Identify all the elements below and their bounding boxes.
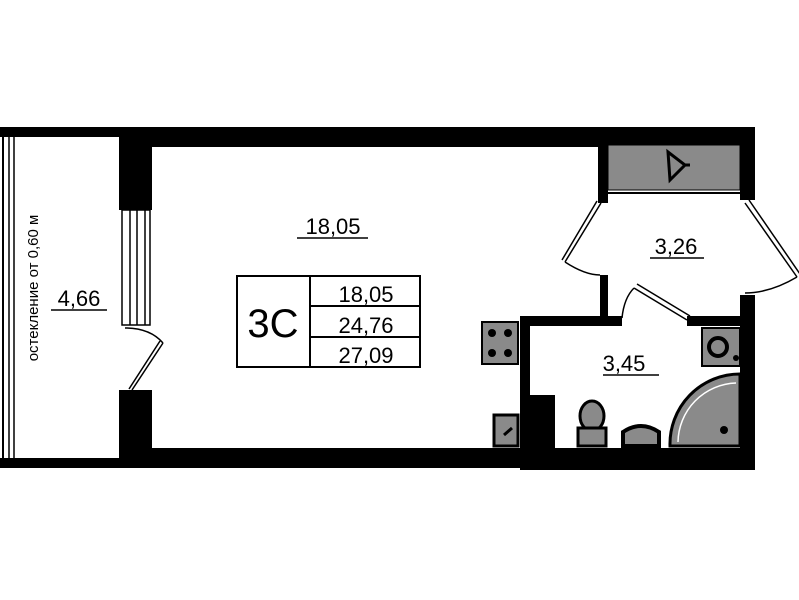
apartment-type: 3С — [247, 302, 298, 346]
bathroom-door[interactable] — [621, 283, 691, 321]
shower — [668, 372, 742, 448]
wardrobe — [605, 144, 742, 194]
bathroom-area: 3,45 — [603, 351, 646, 376]
main-room-area: 18,05 — [305, 214, 360, 239]
loggia-area: 4,66 — [58, 286, 101, 311]
washing-machine — [701, 327, 741, 367]
hall-area: 3,26 — [655, 234, 698, 259]
total-area-with-loggia: 27,09 — [338, 343, 393, 368]
hanger-icon — [666, 148, 690, 184]
bathroom-sink — [621, 424, 661, 448]
living-area: 18,05 — [338, 282, 393, 307]
balcony-door[interactable] — [124, 327, 164, 391]
toilet — [576, 399, 608, 448]
hall-doors[interactable] — [561, 199, 799, 294]
walls — [119, 127, 755, 470]
total-area: 24,76 — [338, 313, 393, 338]
area-summary-table: 3С 18,05 24,76 27,09 — [236, 275, 421, 368]
loggia — [0, 127, 122, 468]
stove — [481, 321, 519, 365]
loggia-glazing-note: остекление от 0,60 м — [25, 215, 42, 362]
window — [121, 209, 151, 326]
kitchen-sink — [492, 413, 520, 448]
